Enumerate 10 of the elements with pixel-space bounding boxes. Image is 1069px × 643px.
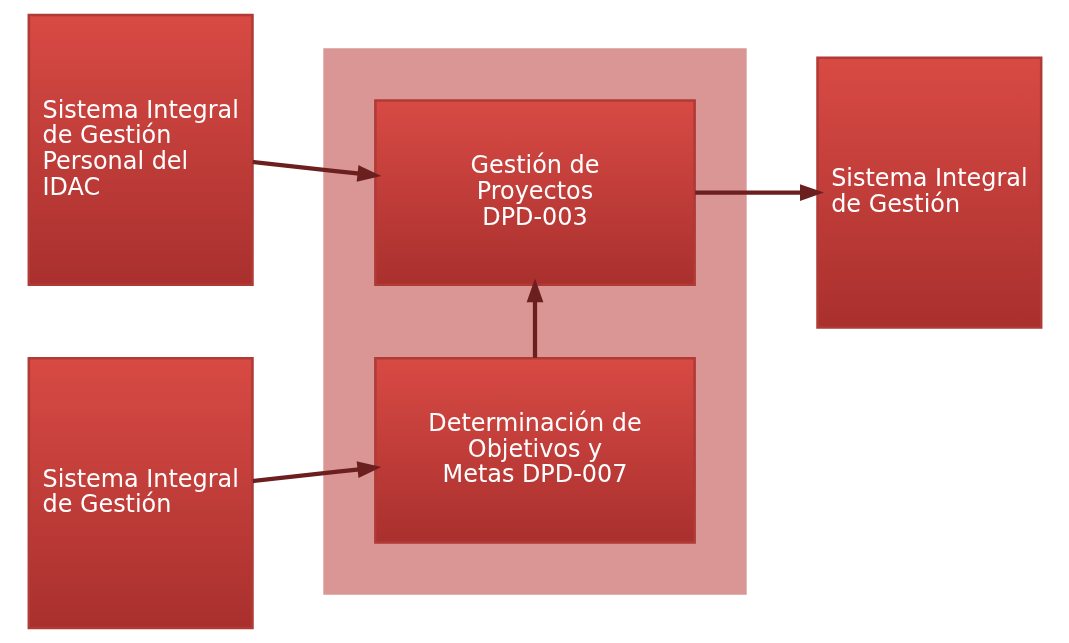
node-box: Sistema Integral de Gestión [815,56,1042,329]
arrow [526,278,543,358]
arrow [694,184,824,201]
node-box: Gestión de Proyectos DPD-003 [373,99,696,287]
node-box: Sistema Integral de Gestión Personal del IDAC [27,13,254,287]
node-box: Determinación de Objetivos y Metas DPD-007 [373,356,696,544]
arrow [252,159,381,182]
node-box: Sistema Integral de Gestión [27,356,254,630]
cluster [322,48,747,595]
arrow [252,461,381,484]
